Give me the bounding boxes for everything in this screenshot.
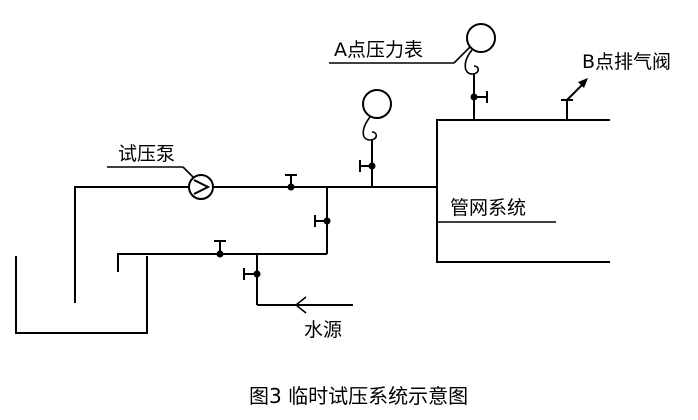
test-pump-icon [188,174,214,200]
gauge-a-icon [464,23,496,120]
network-label: 管网系统 [450,197,526,219]
pipe-network-box [436,119,610,263]
water-flow-arrow-icon [294,296,307,314]
line-pressure-gauge-icon [359,89,392,187]
vent-b-label: B点排气阀 [582,51,671,73]
branch-valve-icon [314,187,331,254]
return-pipe [117,253,327,272]
gauge-a-leader-diagonal [453,46,471,64]
suction-pipe [74,186,190,303]
water-tank [15,256,148,334]
pump-leader-diagonal [182,166,194,178]
vent-valve-b-icon [561,78,588,120]
water-inlet-valve-icon [243,254,353,306]
figure-caption: 图3 临时试压系统示意图 [249,384,468,408]
gauge-a-label: A点压力表 [334,39,423,61]
water-source-label: 水源 [304,319,342,341]
pump-label: 试压泵 [118,143,175,165]
main-line-valve-icon [285,174,297,191]
return-line-valve-icon [214,240,226,258]
